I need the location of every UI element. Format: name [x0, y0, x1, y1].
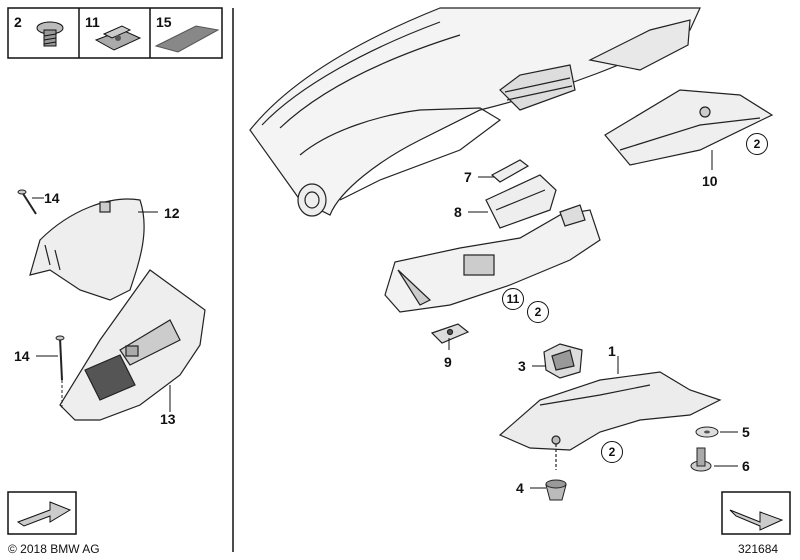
part-1-drawing [498, 371, 722, 470]
circled-label-2-floor[interactable]: 2 [601, 441, 623, 463]
part-label-6[interactable]: 6 [742, 458, 750, 474]
part-7-drawing [490, 159, 530, 183]
part-3-drawing [543, 343, 583, 379]
part-12-drawing [29, 198, 145, 301]
part-label-7[interactable]: 7 [464, 169, 472, 185]
part-6-drawing [690, 447, 712, 472]
part-label-4[interactable]: 4 [516, 480, 524, 496]
part-label-5[interactable]: 5 [742, 424, 750, 440]
part-label-13[interactable]: 13 [160, 411, 176, 427]
part-14a-drawing [17, 189, 37, 215]
screw-icon [36, 21, 64, 47]
part-label-12[interactable]: 12 [164, 205, 180, 221]
leader-lines [32, 150, 738, 489]
legend-label-2: 2 [14, 14, 22, 30]
part-label-14-upper[interactable]: 14 [44, 190, 60, 206]
circled-label-2-panel[interactable]: 2 [527, 301, 549, 323]
legend-label-15: 15 [156, 14, 172, 30]
part-label-14-lower[interactable]: 14 [14, 348, 30, 364]
arrow-prev-icon[interactable] [7, 491, 77, 535]
part-4-drawing [545, 479, 567, 501]
part-label-10[interactable]: 10 [702, 173, 718, 189]
legend-label-11: 11 [85, 14, 100, 30]
arrow-next-icon[interactable] [721, 491, 791, 535]
part-label-9[interactable]: 9 [444, 354, 452, 370]
part-label-3[interactable]: 3 [518, 358, 526, 374]
diagram-number: 321684 [738, 542, 779, 556]
lower-panel-drawing [384, 204, 601, 313]
part-9-drawing [430, 323, 470, 344]
copyright-text: © 2018 BMW AG [8, 542, 100, 556]
part-label-1[interactable]: 1 [608, 343, 616, 359]
part-14b-drawing [55, 335, 65, 410]
part-13-drawing [59, 269, 206, 421]
part-8-drawing [485, 174, 557, 229]
part-label-8[interactable]: 8 [454, 204, 462, 220]
circled-label-11[interactable]: 11 [502, 288, 524, 310]
clip-nut-icon [94, 25, 142, 51]
part-5-drawing [695, 426, 719, 438]
circled-label-2-tray[interactable]: 2 [746, 133, 768, 155]
dashboard-drawing [249, 7, 701, 217]
part-10-drawing [604, 89, 774, 166]
foam-strip-icon [154, 25, 220, 53]
